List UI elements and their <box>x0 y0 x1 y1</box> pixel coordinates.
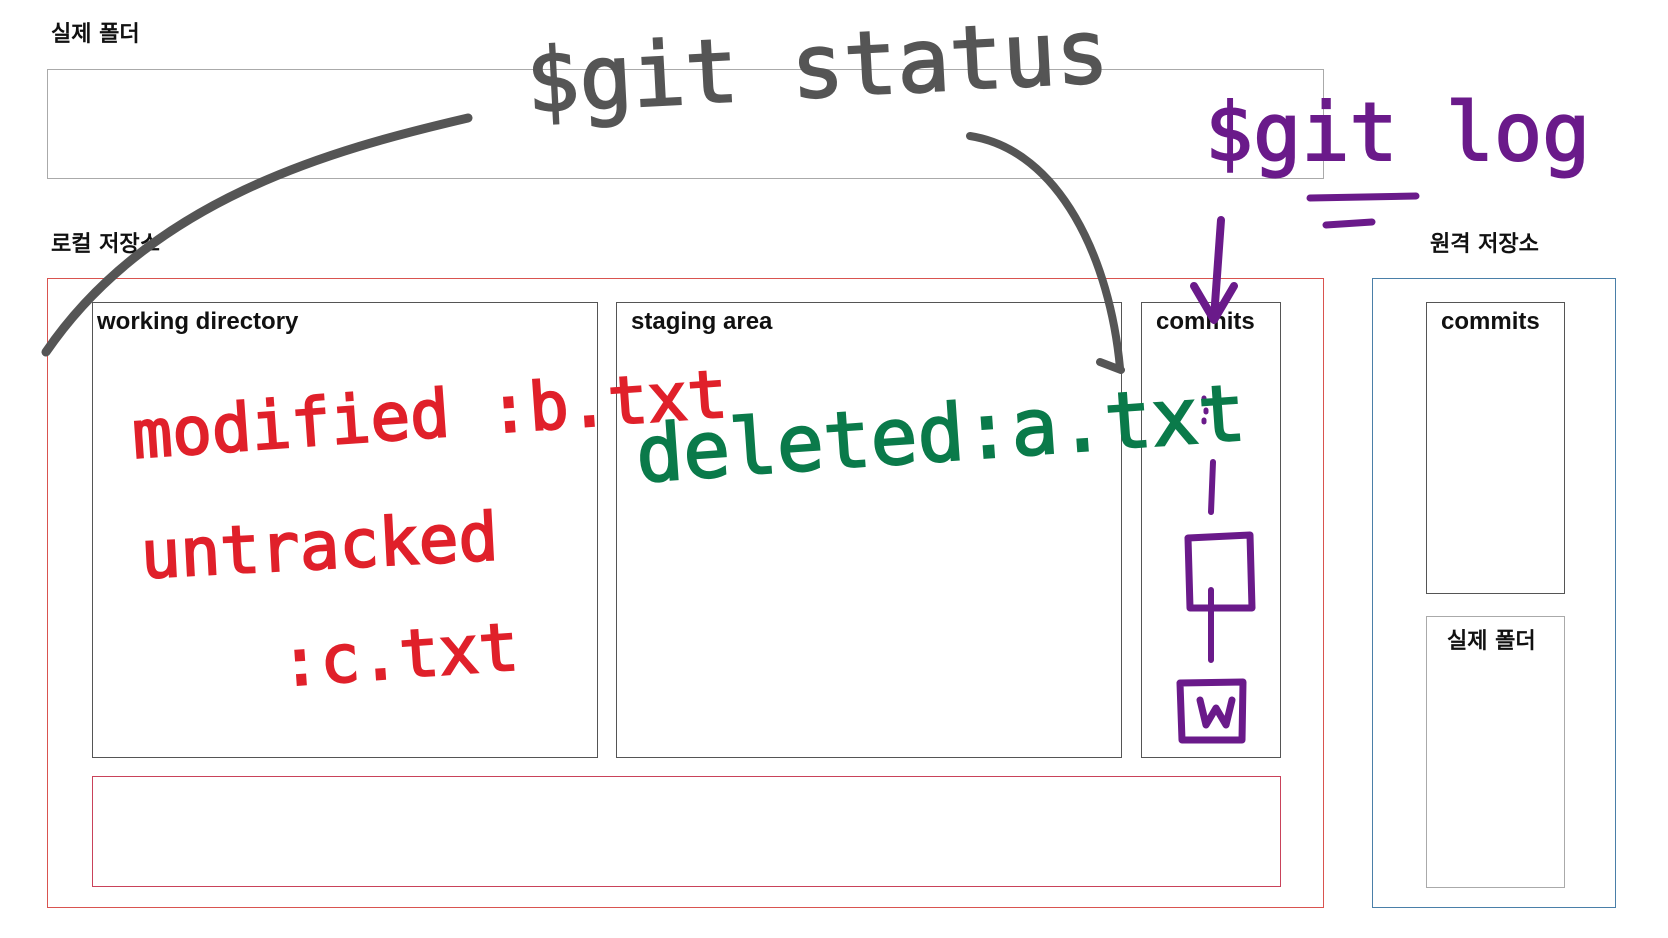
working-directory-box: working directory <box>92 302 598 758</box>
working-directory-title: working directory <box>97 308 299 335</box>
local-real-folder-box <box>92 776 1281 887</box>
staging-area-title: staging area <box>631 308 773 335</box>
remote-repo-box <box>1372 278 1616 908</box>
remote-commits-title: commits <box>1441 308 1540 335</box>
remote-real-folder-title: 실제 폴더 <box>1447 629 1536 654</box>
remote-commits-box: commits <box>1426 302 1565 594</box>
real-folder-label: 실제 폴더 <box>51 22 140 47</box>
git-log-underline <box>1306 192 1420 229</box>
remote-repo-label: 원격 저장소 <box>1430 232 1539 257</box>
local-repo-box <box>47 278 1324 908</box>
real-folder-box <box>47 69 1324 179</box>
local-commits-box: commits <box>1141 302 1281 758</box>
local-commits-title: commits <box>1156 308 1255 335</box>
staging-area-box: staging area <box>616 302 1122 758</box>
local-repo-label: 로컬 저장소 <box>51 232 160 257</box>
remote-real-folder-box: 실제 폴더 <box>1426 616 1565 888</box>
